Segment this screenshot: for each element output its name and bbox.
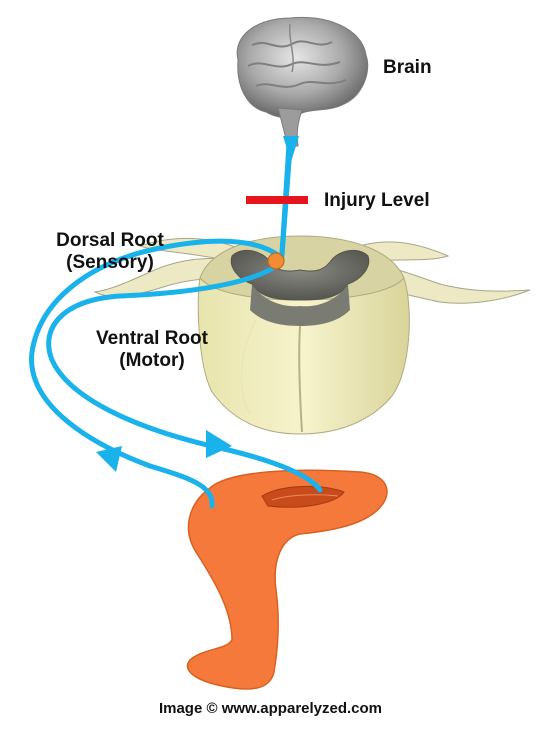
neuron-cell-body [268,253,284,269]
dorsal-root-label: Dorsal Root (Sensory) [44,230,176,274]
leg-icon [188,470,387,689]
brain-label: Brain [383,57,432,79]
dorsal-root-title: Dorsal Root [44,230,176,252]
image-credit: Image © www.apparelyzed.com [0,700,541,717]
brain-icon [237,17,368,146]
spinal-cord-icon [198,236,409,434]
ventral-root-subtitle: (Motor) [86,350,218,372]
injury-level-label: Injury Level [324,190,430,212]
ventral-root-title: Ventral Root [86,328,218,350]
injury-level-bar [246,196,308,204]
ventral-root-label: Ventral Root (Motor) [86,328,218,372]
dorsal-root-subtitle: (Sensory) [44,252,176,274]
